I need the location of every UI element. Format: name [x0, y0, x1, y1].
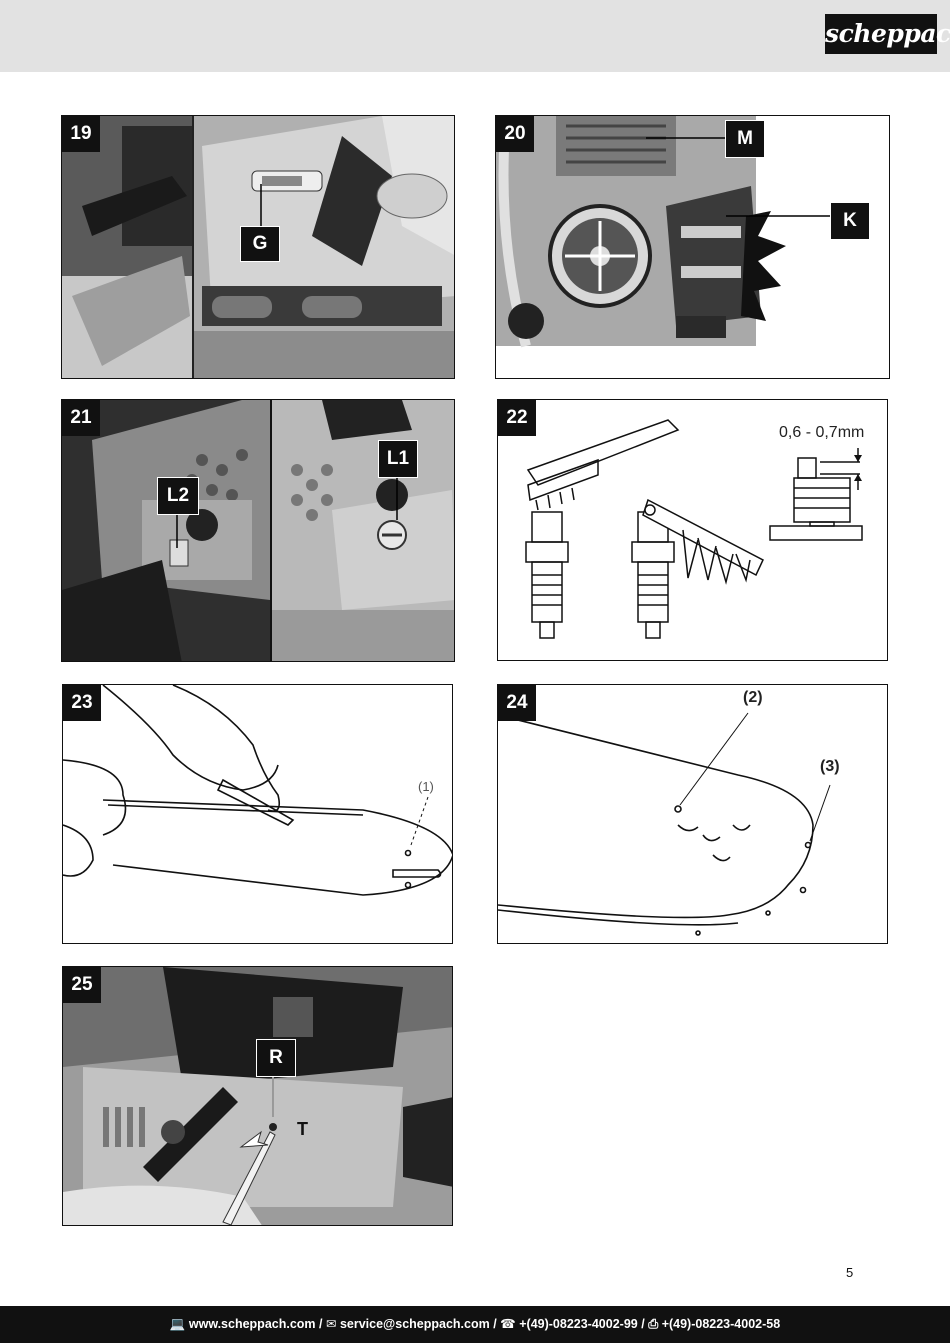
callout-label: K: [830, 202, 870, 240]
footer-fax: +(49)-08223-4002-58: [661, 1317, 781, 1331]
mail-icon: ✉: [325, 1317, 337, 1331]
phone-icon: ☎: [500, 1317, 516, 1331]
footer-separator: /: [493, 1317, 497, 1331]
figure-25: 25 R T: [62, 966, 453, 1226]
brand-logo: scheppach: [825, 14, 950, 54]
part-label: (2): [743, 689, 763, 706]
callout-label: R: [256, 1039, 296, 1077]
gap-annotation: 0,6 - 0,7mm: [779, 424, 865, 441]
figure-number: 25: [63, 967, 101, 1003]
figure-number: 23: [63, 685, 101, 721]
footer-website[interactable]: www.scheppach.com: [188, 1317, 316, 1331]
footer-bar: 💻 www.scheppach.com / ✉ service@scheppac…: [0, 1306, 950, 1343]
figure-number: 19: [62, 116, 100, 152]
callout-label: M: [725, 120, 765, 158]
figure-19-illustration: [62, 116, 454, 378]
figure-20: 20 M K: [495, 115, 890, 379]
figure-number: 24: [498, 685, 536, 721]
figure-24: 24 (2) (3): [497, 684, 888, 944]
figure-23: 23 (1): [62, 684, 453, 944]
figure-number: 21: [62, 400, 100, 436]
fax-icon: ⎙: [648, 1317, 659, 1331]
callout-label: G: [240, 226, 280, 262]
figure-20-illustration: [496, 116, 889, 378]
figure-22-illustration: [525, 419, 863, 639]
figure-number: 22: [498, 400, 536, 436]
part-label: (1): [418, 779, 434, 794]
figure-23-illustration: [63, 685, 452, 896]
footer-phone: +(49)-08223-4002-99: [519, 1317, 638, 1331]
computer-icon: 💻: [169, 1317, 186, 1331]
part-label: T: [297, 1119, 308, 1139]
callout-label: L1: [378, 440, 418, 478]
page-number: 5: [846, 1265, 854, 1280]
figure-number: 20: [496, 116, 534, 152]
figure-19: 19 G: [61, 115, 455, 379]
figure-22: 22 0,6 - 0,7mm: [497, 399, 888, 661]
figure-25-illustration: [63, 967, 452, 1225]
callout-label: L2: [157, 477, 199, 515]
footer-separator: /: [319, 1317, 323, 1331]
header-band: [0, 0, 950, 72]
figure-24-illustration: [498, 712, 831, 936]
part-label: (3): [820, 758, 840, 775]
figure-21: 21 L2 L1: [61, 399, 455, 662]
footer-email[interactable]: service@scheppach.com: [339, 1317, 490, 1331]
footer-separator: /: [641, 1317, 645, 1331]
